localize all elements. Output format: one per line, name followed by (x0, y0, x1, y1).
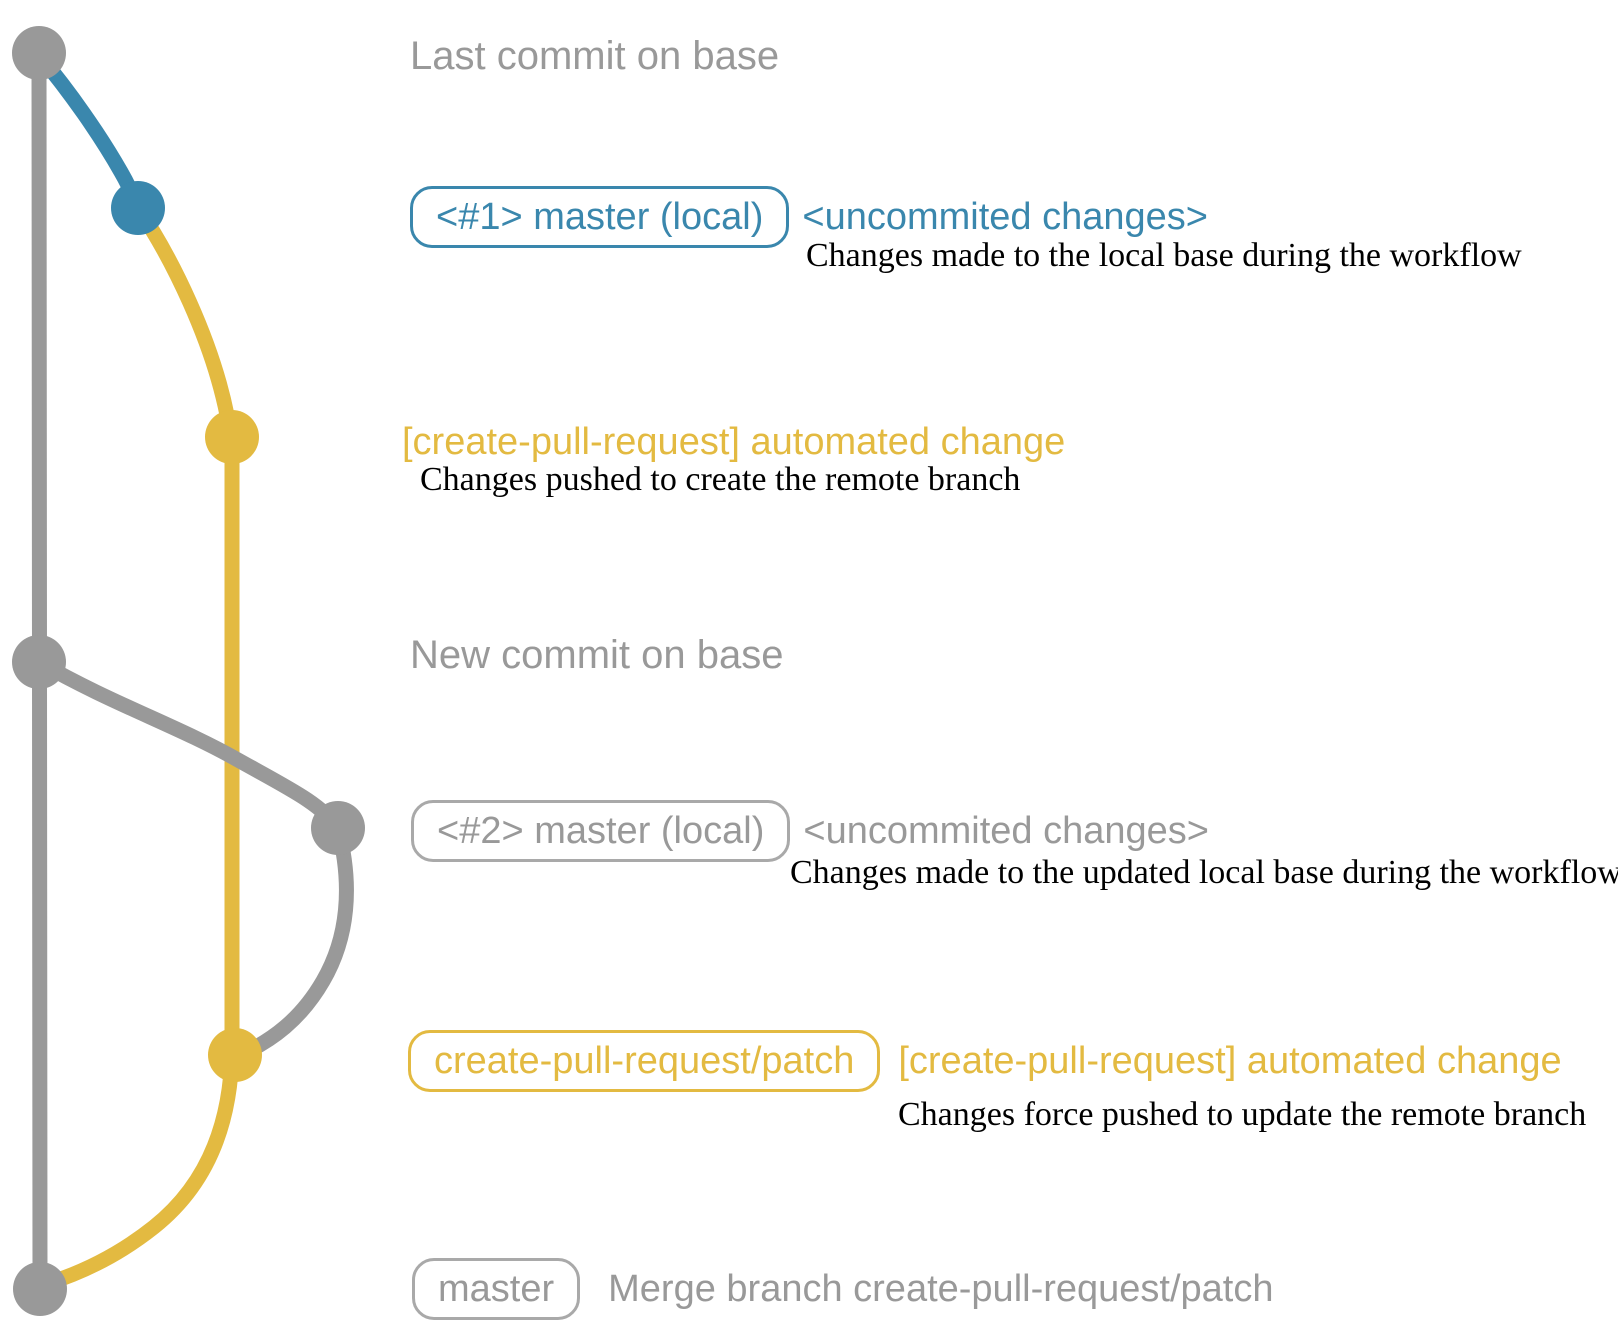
commit-node-local-1 (111, 181, 165, 235)
annotation-force-pushed-remote: Changes force pushed to update the remot… (898, 1096, 1587, 1133)
branch-badge-master: master (412, 1258, 581, 1320)
commit-node-new-base (12, 635, 66, 689)
commit-message-automated-change-1: [create-pull-request] automated change (402, 421, 1066, 463)
commit-node-local-2 (311, 801, 365, 855)
annotation-local-changes-1: Changes made to the local base during th… (806, 237, 1522, 274)
row-local-commit-2: <#2> master (local) <uncommited changes> (411, 800, 1209, 862)
commit-node-merge (13, 1262, 67, 1316)
row-local-commit-1: <#1> master (local) <uncommited changes> (410, 186, 1208, 248)
label-last-commit-on-base: Last commit on base (410, 34, 780, 78)
note-uncommited-changes-2: <uncommited changes> (803, 809, 1209, 852)
row-merge: master Merge branch create-pull-request/… (412, 1258, 1274, 1320)
annotation-pushed-remote: Changes pushed to create the remote bran… (420, 461, 1021, 498)
branch-badge-master-local-1: <#1> master (local) (410, 186, 790, 248)
gray-branch-path (31, 654, 354, 1064)
commit-node-remote-1 (205, 410, 259, 464)
commit-message-automated-change-2: [create-pull-request] automated change (898, 1039, 1562, 1082)
annotation-local-changes-2: Changes made to the updated local base d… (790, 854, 1618, 891)
note-uncommited-changes-1: <uncommited changes> (802, 195, 1208, 238)
label-new-commit-on-base: New commit on base (410, 633, 784, 677)
branch-badge-create-pull-request-patch: create-pull-request/patch (408, 1030, 881, 1092)
commit-node-remote-2 (208, 1028, 262, 1082)
commit-message-merge-branch: Merge branch create-pull-request/patch (608, 1267, 1274, 1310)
blue-branch-path (31, 47, 146, 216)
branch-badge-master-local-2: <#2> master (local) (411, 800, 791, 862)
row-remote-patch: create-pull-request/patch [create-pull-r… (408, 1030, 1562, 1092)
commit-node-last-base (12, 26, 66, 80)
